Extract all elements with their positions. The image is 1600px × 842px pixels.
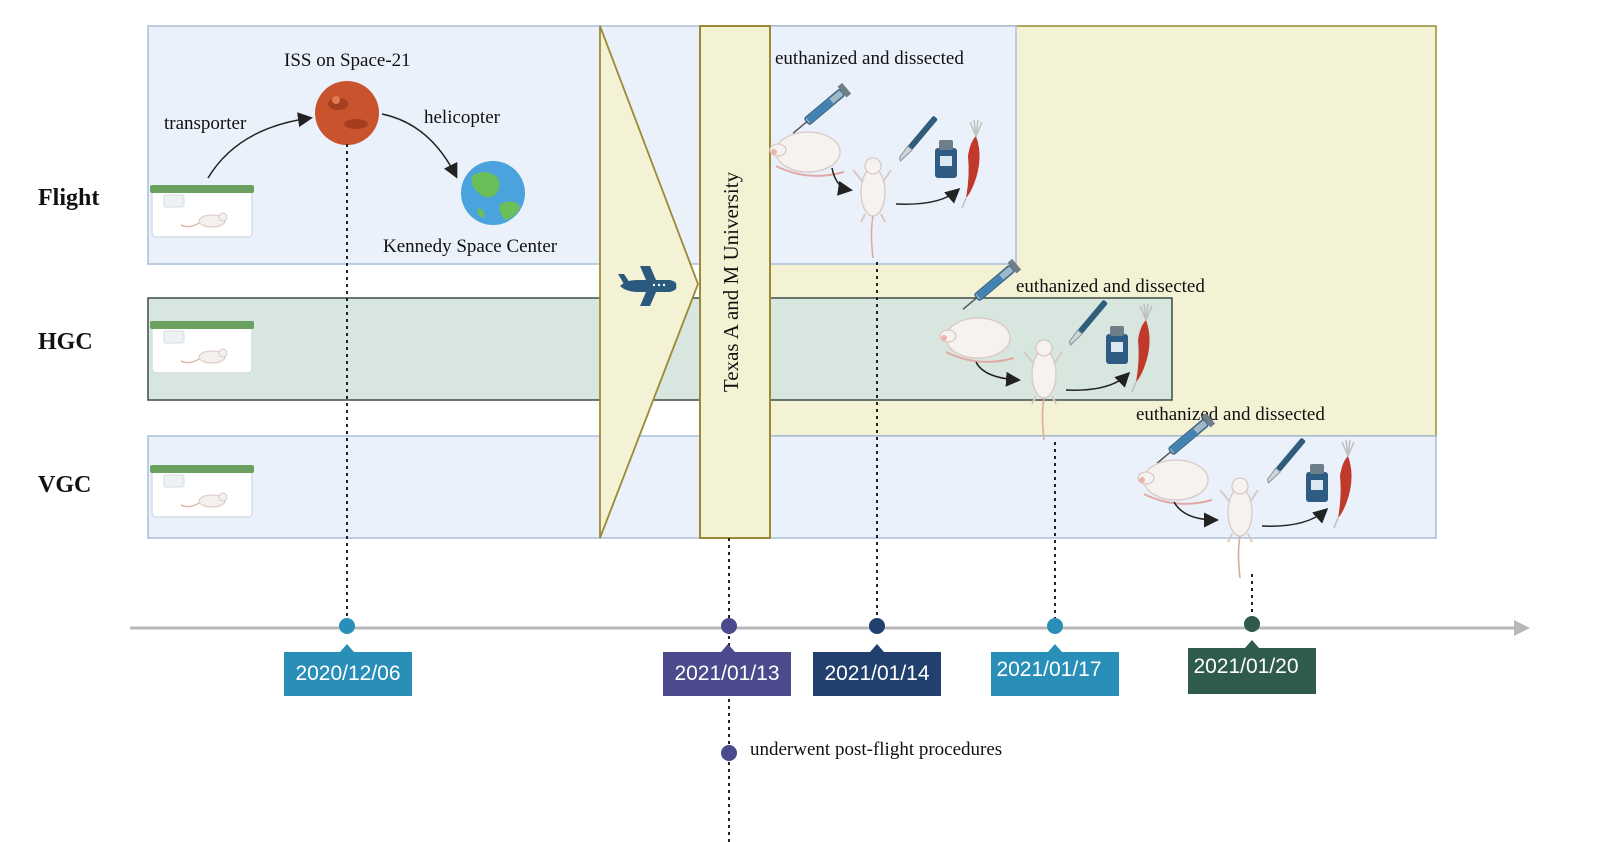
flight-cage-icon [149,184,255,238]
hgc-cage-icon [149,320,255,374]
date-badge-5: 2021/01/20 [1188,640,1316,694]
airplane-icon [618,266,677,306]
vgc-procedure-label: euthanized and dissected [1136,404,1325,425]
date-marker-2 [721,618,737,634]
flight-dissection-group: euthanized and dissected [769,48,983,259]
date-badge-4: 2021/01/17 [991,644,1119,696]
helicopter-arrow [381,113,458,179]
hgc-dissection-group: euthanized and dissected [939,258,1205,441]
date-label-1: 2020/12/06 [295,662,400,685]
earth-globe-icon [461,161,525,225]
hgc-procedure-label: euthanized and dissected [1016,276,1205,297]
post-flight-label: underwent post-flight procedures [750,739,1002,760]
date-label-4: 2021/01/17 [996,658,1101,681]
date-label-2: 2021/01/13 [674,662,779,685]
date-marker-5 [1244,616,1260,632]
date-label-5: 2021/01/20 [1193,655,1298,678]
facility-label: Texas A and M University [719,171,743,392]
ksc-label: Kennedy Space Center [383,236,558,257]
post-flight-marker [721,745,737,761]
date-marker-1 [339,618,355,634]
group-label-vgc: VGC [38,472,91,498]
helicopter-label: helicopter [424,107,501,128]
vgc-lane [147,435,1437,539]
transporter-label: transporter [164,113,247,134]
group-label-flight: Flight [38,185,99,211]
date-badge-2: 2021/01/13 [663,644,791,696]
facility-column [699,25,771,539]
time-axis-arrowhead [1514,620,1530,636]
flight-procedure-label: euthanized and dissected [775,48,964,69]
date-marker-4 [1047,618,1063,634]
date-badge-3: 2021/01/14 [813,644,941,696]
group-label-hgc: HGC [38,329,93,355]
iss-label: ISS on Space-21 [284,50,411,71]
date-badge-1: 2020/12/06 [284,644,412,696]
date-marker-3 [869,618,885,634]
transporter-arrow [207,112,313,179]
vgc-dissection-group: euthanized and dissected [1136,404,1355,579]
date-connectors [346,144,1253,842]
vgc-cage-icon [149,464,255,518]
mars-planet-icon [315,81,379,145]
date-label-3: 2021/01/14 [824,662,929,685]
